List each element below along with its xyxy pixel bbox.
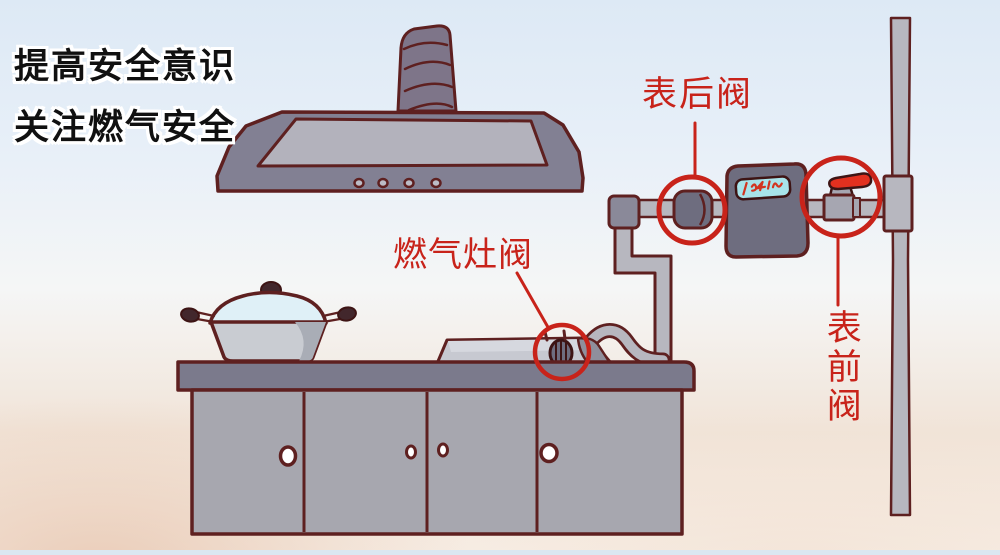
hood-buttons (353, 177, 442, 189)
stove-top-highlight (448, 339, 598, 352)
valve-body (822, 193, 856, 222)
hood-chimney (396, 24, 458, 113)
cabinet-knob-1 (278, 445, 298, 467)
pot-right-handle (321, 306, 357, 324)
hood-chimney-ridges (402, 41, 454, 112)
valve-lever-handle (828, 172, 873, 191)
meter-back-valve (672, 189, 714, 230)
meter-front-valve-circle (799, 155, 883, 239)
counter-cabinet (176, 360, 696, 536)
poster-title-line1: 提高安全意识 (14, 47, 237, 86)
meter-back-valve-circle (656, 174, 728, 246)
meter-back-valve-label: 表后阀 (642, 75, 754, 114)
riser-pipe (889, 16, 912, 517)
gas-stove (434, 329, 613, 368)
cabinet-knob-4 (539, 442, 559, 464)
meter-front-valve-label: 表前阀 (821, 309, 861, 426)
callout-marks (515, 121, 883, 382)
cabinet-body (190, 388, 684, 536)
pot-left-handle (180, 307, 216, 324)
elbow-fitting (607, 194, 641, 230)
wok-pot (180, 281, 357, 363)
cabinet-knob-3 (437, 442, 449, 458)
stove-hose (586, 325, 668, 365)
kitchen-drop-pipe (583, 194, 673, 368)
stove-valve-pointer-line (515, 271, 551, 331)
gas-meter (724, 162, 810, 259)
valve-flange (852, 197, 861, 218)
range-hood (215, 24, 585, 193)
glass-lid (208, 290, 328, 325)
cabinet-door-dividers (302, 392, 539, 532)
poster-title-line2: 关注燃气安全 (14, 108, 237, 147)
ball-valve-edge-line (698, 193, 706, 226)
ball-valve-barrel (672, 189, 714, 230)
hood-panel (256, 117, 549, 168)
pot-body-shadow (295, 322, 326, 361)
meter-display-digits-scribble (742, 180, 783, 196)
tee-fitting (882, 174, 914, 233)
bottom-edge-strip (0, 550, 1000, 555)
stove-valve-label: 燃气灶阀 (393, 236, 533, 274)
countertop (176, 360, 696, 392)
cabinet-knob-2 (405, 444, 417, 460)
stove-valve-circle (532, 322, 592, 382)
meter-front-valve (822, 172, 873, 222)
